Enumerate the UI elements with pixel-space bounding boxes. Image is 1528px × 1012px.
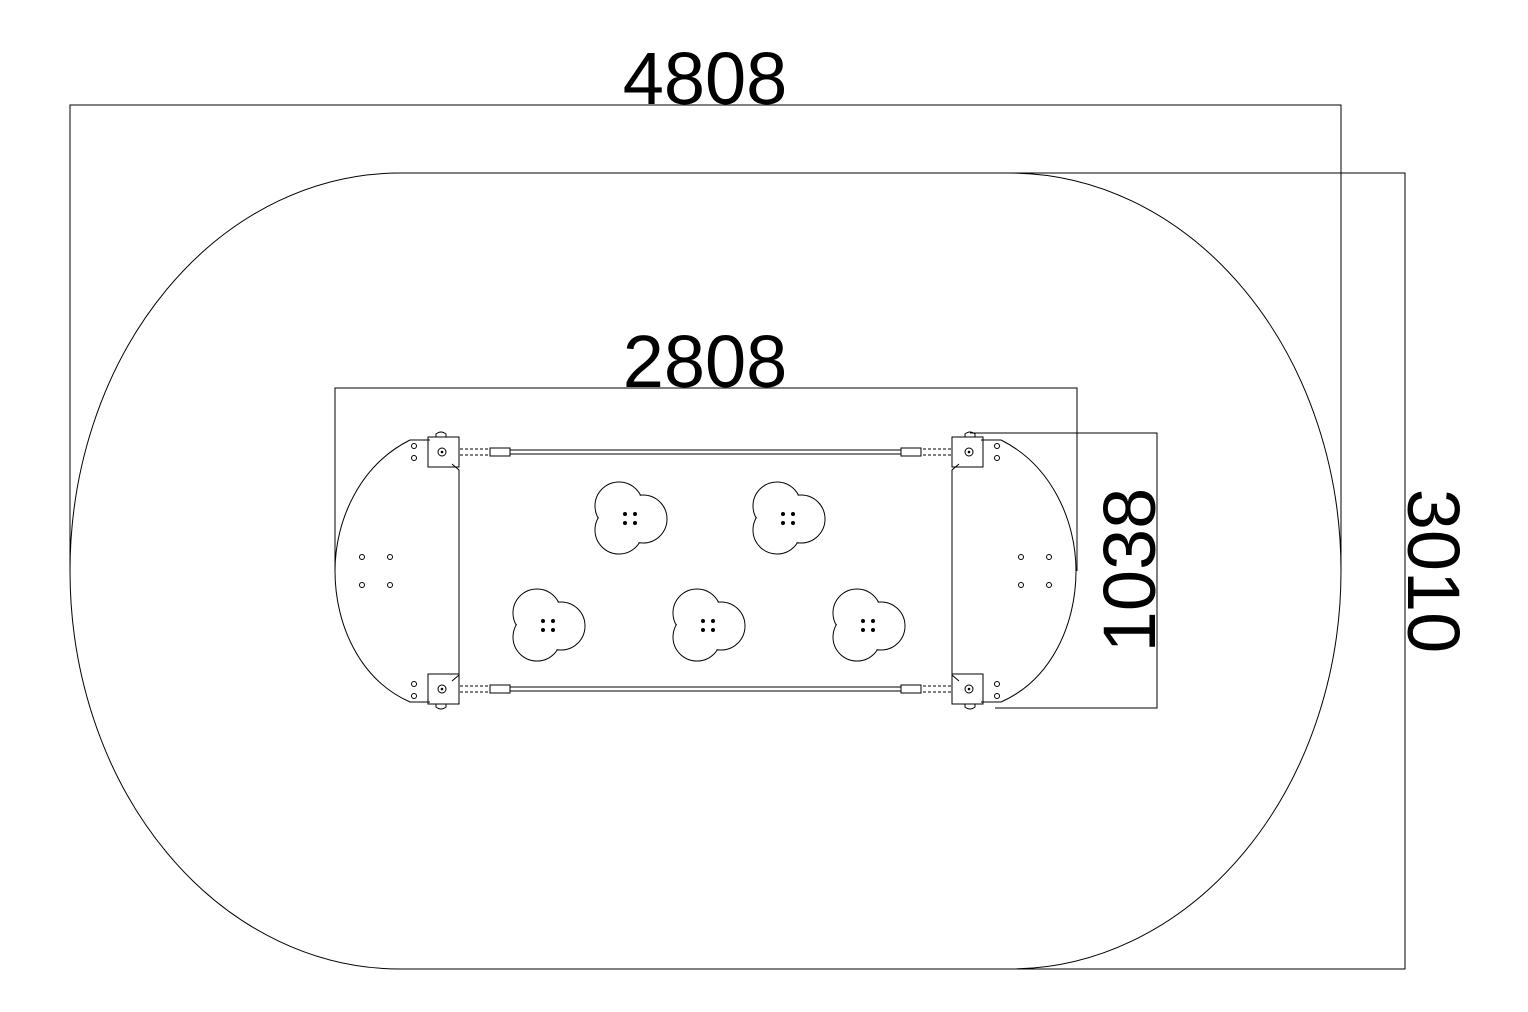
- dimension-overall-width: 4808: [69, 37, 1342, 571]
- stepping-stone: [672, 588, 746, 662]
- dimension-label-4808: 4808: [623, 37, 788, 120]
- stepping-stone: [512, 588, 586, 662]
- corner-bracket: [427, 673, 460, 710]
- corner-bracket: [427, 431, 460, 468]
- stepping-stone: [832, 588, 906, 662]
- cable-bottom: [510, 686, 901, 692]
- end-platform-left: [334, 431, 511, 710]
- cable-top: [510, 449, 901, 455]
- dimension-equipment-length: 2808: [334, 320, 1078, 571]
- dimension-label-2808: 2808: [623, 320, 788, 403]
- dimension-equipment-width: 1038: [970, 432, 1171, 709]
- stepping-stone: [594, 481, 668, 555]
- end-platform-right: [900, 431, 1077, 710]
- dimension-overall-depth: 3010: [1010, 172, 1475, 970]
- stepping-stone: [752, 481, 826, 555]
- dimension-label-1038: 1038: [1088, 488, 1171, 653]
- dimension-label-3010: 3010: [1392, 489, 1475, 654]
